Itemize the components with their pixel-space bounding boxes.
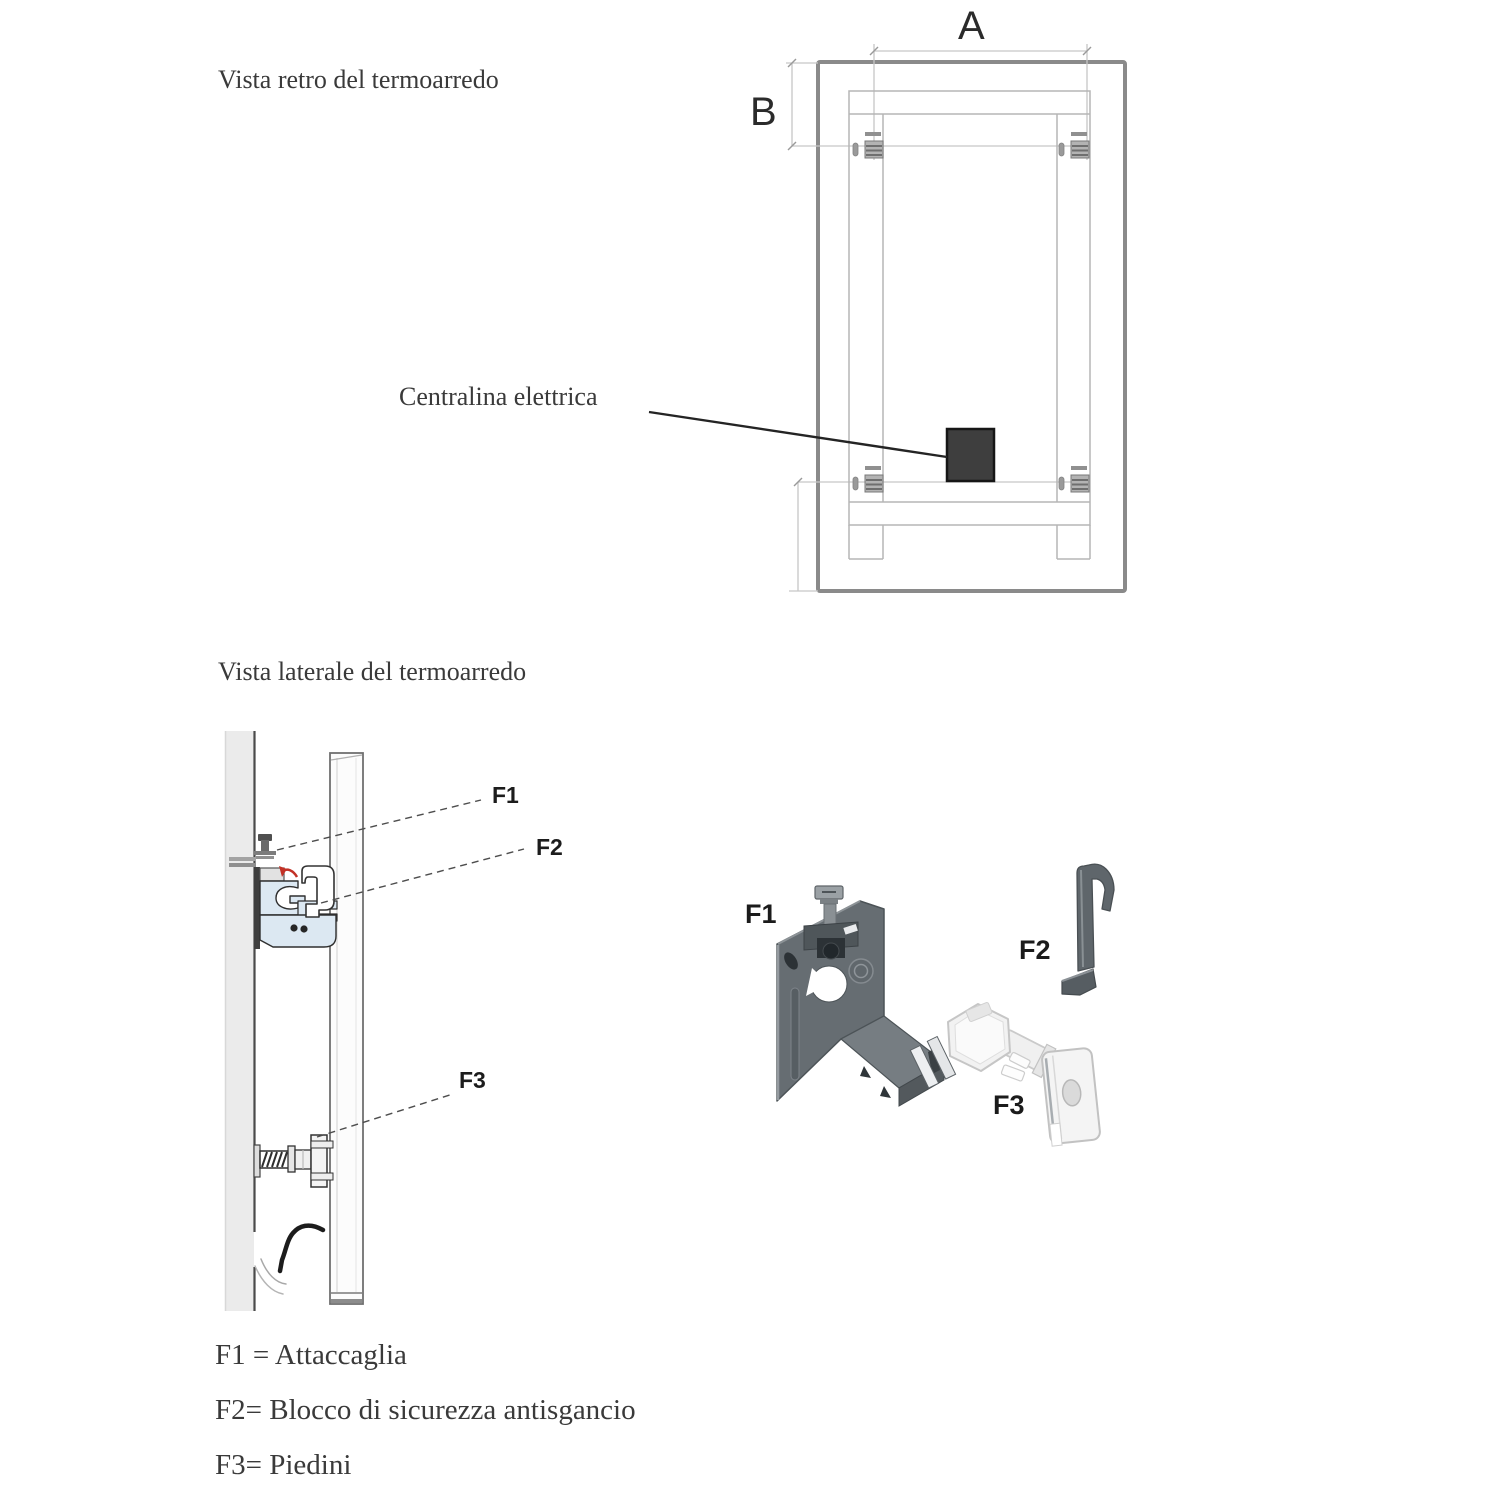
- radiator-frame: [848, 90, 1091, 560]
- red-arrow-head: [279, 866, 287, 877]
- callout-label-f3: F3: [459, 1067, 486, 1093]
- power-cable: [254, 1223, 326, 1295]
- callout-label-f2: F2: [536, 834, 563, 860]
- side-view-diagram: [224, 731, 525, 1311]
- legend-item-f3: F3= Piedini: [215, 1449, 352, 1481]
- rear-view-diagram: [648, 44, 1127, 593]
- part-3d-f2: [1061, 863, 1115, 996]
- part-3d-label-f3: F3: [993, 1090, 1025, 1120]
- wall: [225, 731, 254, 1311]
- legend-item-f2: F2= Blocco di sicurezza antisgancio: [215, 1394, 636, 1426]
- part-3d-f1: [776, 885, 957, 1107]
- callout-label-f1: F1: [492, 782, 519, 808]
- hanger-assembly-f1: [229, 834, 338, 949]
- foot-assembly-f3: [253, 1134, 334, 1188]
- dimension-label-a: A: [958, 4, 985, 48]
- heading-rear-view: Vista retro del termoarredo: [218, 65, 499, 94]
- part-3d-label-f1: F1: [745, 899, 777, 929]
- radiator-outline: [816, 60, 1127, 593]
- control-unit-box: [945, 427, 996, 483]
- dimension-ticks: [787, 46, 1092, 487]
- safety-lock-f2-sideview: [301, 865, 335, 918]
- legend-item-f1: F1 = Attaccaglia: [215, 1339, 407, 1371]
- dimension-label-b: B: [750, 90, 777, 134]
- centralina-leader-line: [648, 410, 948, 459]
- part-3d-label-f2: F2: [1019, 935, 1051, 965]
- dimension-lines: [786, 44, 1088, 592]
- radiator-tube: [329, 752, 364, 1305]
- part-3d-f3: [947, 1002, 1101, 1147]
- label-centralina: Centralina elettrica: [399, 382, 598, 411]
- heading-side-view: Vista laterale del termoarredo: [218, 657, 527, 686]
- callout-leaders: [276, 799, 525, 1138]
